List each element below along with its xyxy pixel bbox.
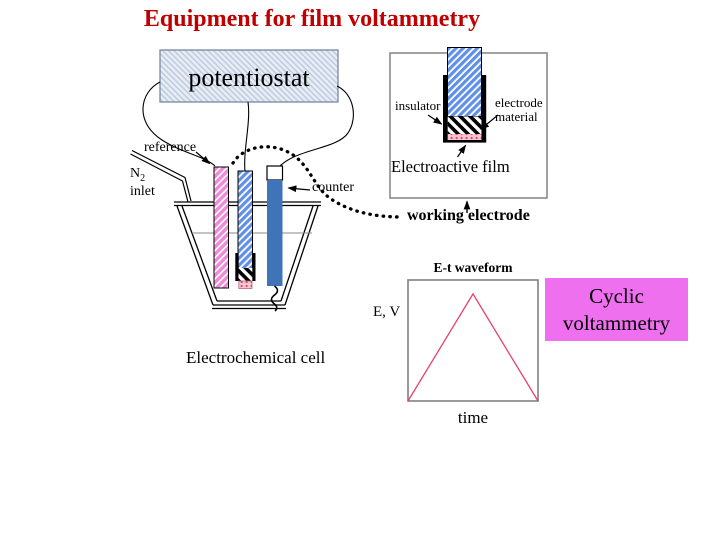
cyclic-voltammetry-line2: voltammetry: [562, 310, 671, 335]
page-title: Equipment for film voltammetry: [143, 6, 481, 32]
cyclic-voltammetry-box: Cyclic voltammetry: [545, 278, 688, 341]
cyclic-voltammetry-line1: Cyclic: [589, 283, 644, 308]
n2-inlet-tube: [130, 149, 192, 203]
reference-label: reference: [144, 140, 197, 155]
wire-counter: [277, 85, 354, 169]
wire-working: [244, 101, 250, 172]
counter-electrode: [266, 165, 284, 312]
working-electrode-detail: [443, 47, 487, 143]
n2-inlet-label: inlet: [130, 184, 155, 199]
insulator-arrow: [427, 114, 443, 125]
wire-reference: [142, 81, 216, 167]
electrode-material-label-line2: material: [495, 109, 538, 124]
waveform-title: E-t waveform: [433, 260, 513, 275]
working-electrode-rod: [237, 170, 253, 272]
n2-label: N2: [130, 166, 145, 184]
dotted-callout-curve: [231, 145, 403, 219]
working-electrode-caption: working electrode: [407, 207, 530, 224]
potentiostat-box: [159, 49, 339, 103]
waveform-xlabel: time: [457, 408, 489, 427]
electroactive-film-label: Electroactive film: [391, 157, 510, 176]
electroactive-film-arrow: [457, 144, 467, 158]
potentiostat-label: potentiostat: [188, 62, 310, 92]
counter-label: counter: [312, 180, 354, 195]
waveform-plot-box: [407, 279, 539, 402]
counter-wire-squiggle: [270, 285, 279, 312]
insulator-label: insulator: [395, 98, 441, 113]
reference-arrow: [195, 151, 211, 165]
electrode-material-arrow: [480, 114, 499, 130]
waveform-ylabel: E, V: [373, 304, 401, 320]
reference-electrode: [213, 166, 229, 289]
potentiostat-wires: [142, 81, 354, 172]
n2-symbol: N: [130, 166, 141, 181]
electrode-material-label-line1: electrode: [495, 95, 543, 110]
n2-subscript: 2: [140, 172, 146, 184]
waveform-triangle-line: [407, 292, 539, 402]
counter-arrow: [287, 185, 311, 193]
working-electrode-tip: [235, 253, 256, 289]
cell-caption: Electrochemical cell: [186, 348, 326, 367]
